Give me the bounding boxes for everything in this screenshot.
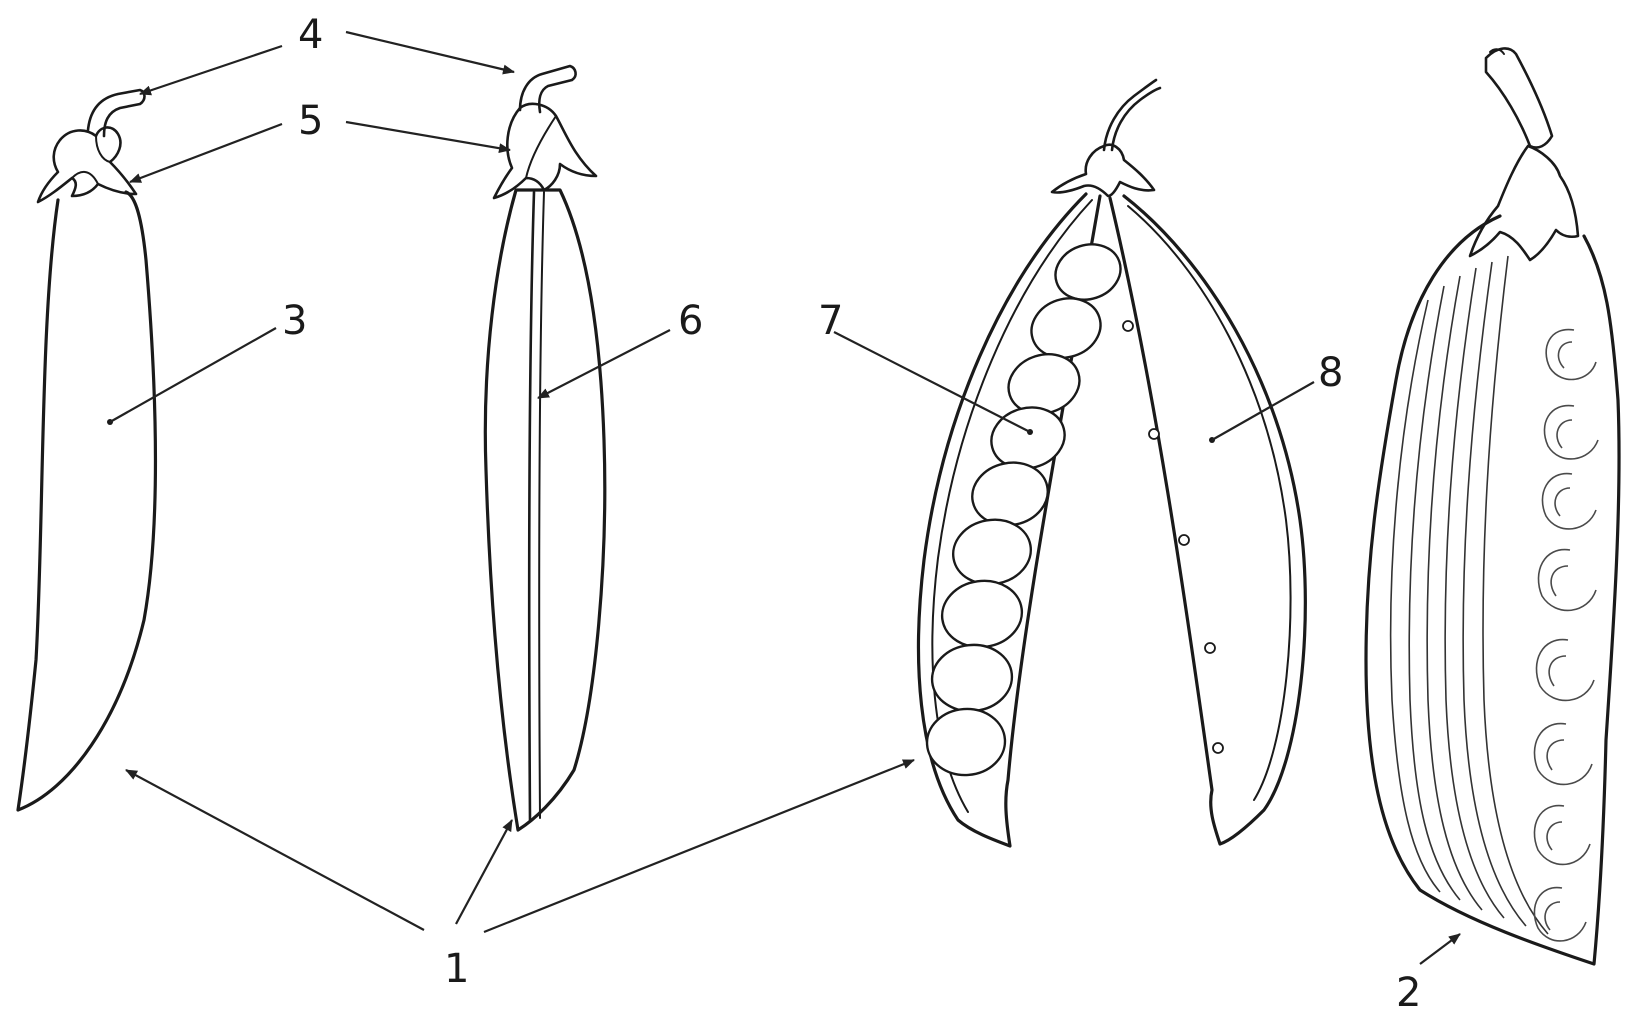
leader-3 [109, 327, 277, 423]
leader-5-left [129, 122, 283, 184]
pod-side-view [16, 88, 158, 812]
leader-lines [109, 30, 1461, 965]
stem-a [86, 88, 146, 138]
pea [1054, 243, 1122, 301]
pod-veins [1389, 255, 1549, 935]
left-valve [916, 192, 1102, 848]
label-5: 5 [298, 98, 323, 144]
peas [925, 243, 1122, 777]
leader-7 [833, 331, 1031, 433]
pea [1007, 353, 1081, 415]
label-2: 2 [1396, 970, 1421, 1013]
leader-4-right [345, 30, 515, 75]
calyx-c [1050, 143, 1156, 198]
leader-5-right [345, 120, 511, 154]
leader-4-left [139, 44, 283, 96]
leader-1-right [483, 758, 915, 934]
stem-d [1484, 47, 1554, 149]
label-7: 7 [818, 298, 843, 344]
leader-8 [1211, 381, 1315, 441]
pea [940, 579, 1024, 649]
pea-bulges [1533, 328, 1599, 942]
stem-c [1102, 78, 1162, 152]
leader-6 [537, 329, 671, 399]
pod-suture-view [483, 64, 607, 832]
stem-b [518, 64, 577, 114]
pod-body-d [1364, 214, 1621, 966]
right-valve [1108, 194, 1307, 846]
suture-seam [527, 190, 536, 822]
pod-body-b [483, 188, 607, 832]
pea [930, 643, 1014, 713]
pea [925, 707, 1007, 777]
leader-1-mid [455, 819, 513, 925]
pea [971, 461, 1049, 527]
pod-body-a [16, 190, 158, 812]
ovule-scars [1122, 320, 1224, 754]
label-6: 6 [678, 298, 703, 344]
label-8: 8 [1318, 350, 1343, 396]
leader-2 [1419, 933, 1461, 965]
label-1: 1 [444, 946, 469, 992]
leader-1-left [125, 769, 425, 931]
calyx-d [1468, 144, 1580, 262]
pea [951, 518, 1033, 586]
labels: 4 5 3 6 7 8 1 2 [282, 12, 1421, 1013]
label-4: 4 [298, 12, 323, 58]
label-3: 3 [282, 298, 307, 344]
pod-open-view [916, 78, 1307, 848]
calyx-a [36, 126, 138, 204]
pod-dried-view [1364, 47, 1621, 966]
pea [1030, 297, 1102, 359]
